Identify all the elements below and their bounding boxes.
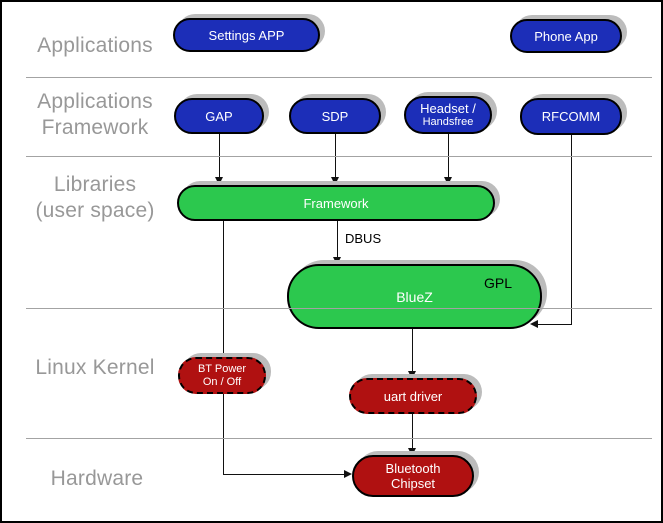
- arrowhead-rfcomm-bluez: [530, 320, 538, 328]
- edge-rfcomm-vertical: [571, 135, 572, 325]
- layer-label-linux-kernel: Linux Kernel: [35, 356, 155, 379]
- separator-framework-libraries: [26, 156, 652, 157]
- arrowhead-bluez-uart: [408, 371, 416, 379]
- arrowhead-chipset-left: [344, 470, 352, 478]
- edge-framework-btpower-vertical: [223, 221, 224, 474]
- node-framework: Framework: [177, 185, 495, 221]
- node-uart-driver: uart driver: [349, 378, 477, 414]
- gpl-license-label: GPL: [483, 275, 512, 291]
- edge-gap-framework: [219, 134, 220, 184]
- edge-sdp-framework: [335, 134, 336, 184]
- node-bluetooth-chipset: Bluetooth Chipset: [352, 455, 474, 497]
- node-headset-handsfree: Headset / Handsfree: [404, 96, 492, 134]
- node-sdp: SDP: [289, 98, 381, 134]
- edge-headset-framework: [448, 134, 449, 184]
- separator-libraries-kernel: [26, 308, 652, 309]
- separator-kernel-hardware: [26, 438, 652, 439]
- node-rfcomm: RFCOMM: [520, 98, 622, 135]
- layer-label-applications-framework: Applications Framework: [37, 90, 153, 139]
- arrowhead-sdp-framework: [331, 177, 339, 185]
- layer-label-applications: Applications: [37, 34, 153, 57]
- edge-label-dbus: DBUS: [345, 231, 382, 246]
- arrowhead-uart-chipset: [408, 448, 416, 456]
- edge-btpower-chipset-horizontal: [223, 474, 350, 475]
- separator-applications-framework: [26, 77, 652, 78]
- arrowhead-headset-framework: [444, 177, 452, 185]
- edge-rfcomm-horizontal: [532, 324, 572, 325]
- node-phone-app: Phone App: [510, 19, 622, 53]
- arrowhead-gap-framework: [215, 177, 223, 185]
- node-settings-app: Settings APP: [173, 18, 320, 52]
- node-gap: GAP: [174, 98, 264, 134]
- edge-bluez-uart: [412, 329, 413, 378]
- layer-label-hardware: Hardware: [50, 467, 144, 490]
- edge-uart-chipset: [412, 414, 413, 455]
- node-bluez: BlueZ GPL: [287, 264, 542, 329]
- arrowhead-framework-bluez: [333, 257, 341, 265]
- layer-label-libraries: Libraries (user space): [35, 173, 155, 222]
- edge-framework-bluez: [337, 221, 338, 264]
- node-bt-power-on-off: BT Power On / Off: [178, 357, 266, 394]
